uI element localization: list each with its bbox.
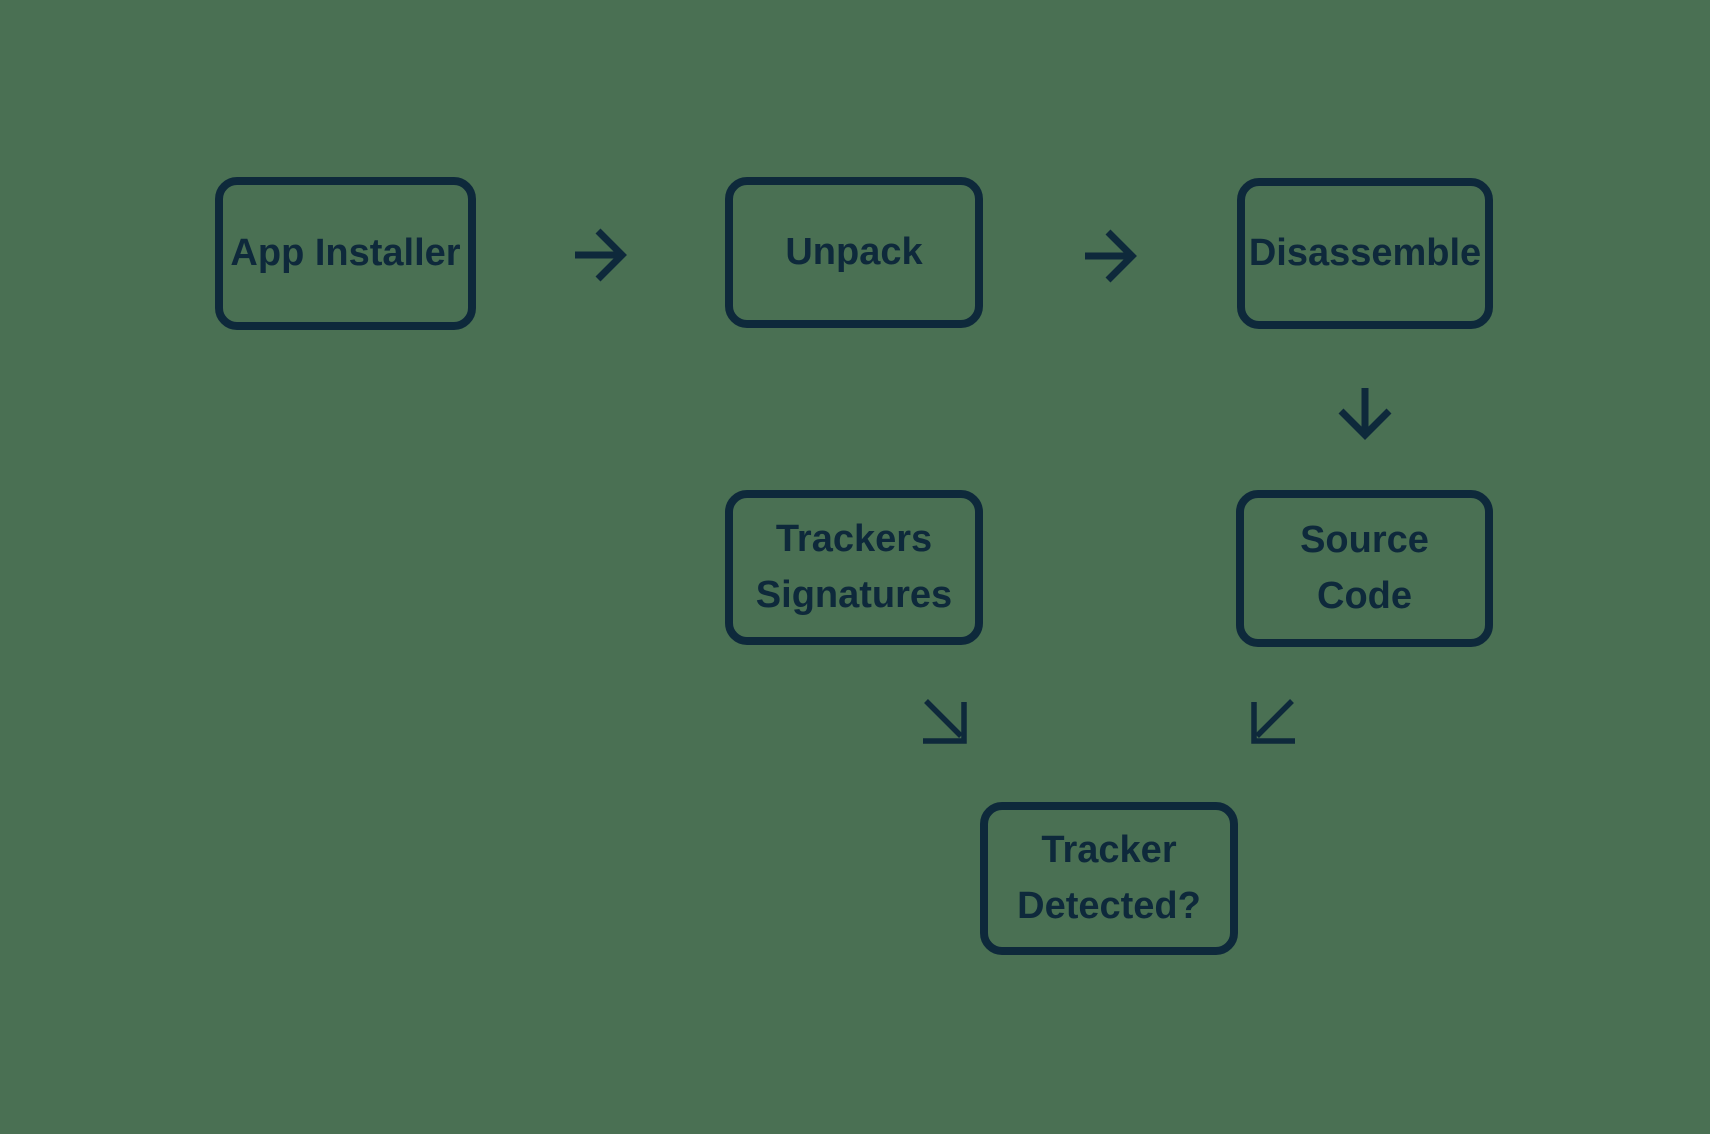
node-source-code-label: Source Code — [1300, 519, 1429, 617]
node-trackers-signatures-label: Trackers Signatures — [755, 518, 953, 616]
arrow-down-icon — [1338, 388, 1392, 440]
node-unpack-label: Unpack — [785, 230, 923, 273]
node-app-installer-label: App Installer — [230, 231, 461, 274]
node-unpack: Unpack — [725, 177, 983, 328]
arrow-down-right-icon — [923, 699, 967, 744]
arrow-right-icon — [1085, 229, 1137, 283]
node-disassemble-label: Disassemble — [1248, 231, 1482, 274]
node-app-installer: App Installer — [215, 177, 476, 330]
node-source-code: Source Code — [1236, 490, 1493, 647]
arrow-right-icon — [575, 228, 627, 282]
node-disassemble: Disassemble — [1237, 178, 1493, 329]
node-trackers-signatures: Trackers Signatures — [725, 490, 983, 645]
arrow-down-left-icon — [1251, 699, 1295, 744]
node-tracker-detected: Tracker Detected? — [980, 802, 1238, 955]
node-tracker-detected-label: Tracker Detected? — [1017, 829, 1201, 927]
